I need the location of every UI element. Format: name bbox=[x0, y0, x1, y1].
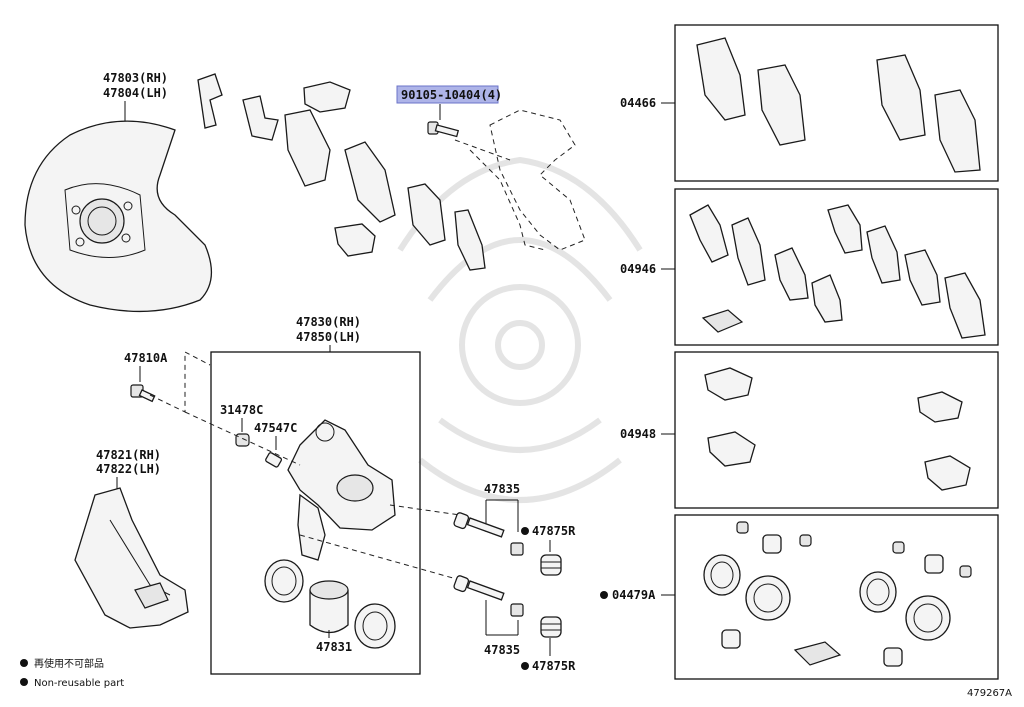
label-cap-31478c[interactable]: 31478C bbox=[220, 403, 263, 417]
piston-boot[interactable] bbox=[354, 603, 396, 649]
cylinder-assembly-box bbox=[210, 351, 421, 675]
boot-47875-bottom[interactable] bbox=[540, 616, 562, 638]
dust-cover-plate[interactable] bbox=[24, 120, 212, 313]
label-kit-fitting[interactable]: 04948 bbox=[620, 427, 656, 441]
piston[interactable] bbox=[309, 580, 349, 634]
non-reusable-mark-kit bbox=[600, 591, 608, 599]
slide-pin-top[interactable] bbox=[453, 512, 505, 538]
legend-jp: 再使用不可部品 bbox=[34, 657, 104, 670]
pad-clips-top[interactable] bbox=[197, 73, 486, 271]
kit-anti-squeal-box bbox=[674, 188, 999, 346]
bolt-90105[interactable] bbox=[427, 121, 460, 138]
label-mounting-lh[interactable]: 47822(LH) bbox=[96, 462, 161, 476]
kit-anti-squeal-parts[interactable] bbox=[689, 204, 986, 339]
label-cylinder-rh[interactable]: 47830(RH) bbox=[296, 315, 361, 329]
label-piston[interactable]: 47831 bbox=[316, 640, 352, 654]
bleeder-plug[interactable] bbox=[265, 452, 283, 468]
kit-pad-box bbox=[674, 24, 999, 182]
label-boot-bottom[interactable]: 47875R bbox=[532, 659, 576, 673]
kit-cylinder-box bbox=[674, 514, 999, 680]
bleeder-cap[interactable] bbox=[235, 433, 250, 447]
kit-pad-parts[interactable] bbox=[696, 37, 981, 173]
label-bolt[interactable]: 90105-10404(4) bbox=[401, 88, 502, 102]
piston-seal[interactable] bbox=[264, 559, 304, 603]
label-dust-cover-lh[interactable]: 47804(LH) bbox=[103, 86, 168, 100]
non-reusable-mark-bottom bbox=[521, 662, 529, 670]
caliper-mounting[interactable] bbox=[74, 487, 189, 629]
label-slide-pin-bottom[interactable]: 47835 bbox=[484, 643, 520, 657]
boot-47875-top[interactable] bbox=[540, 554, 562, 576]
diagram-id: 479267A bbox=[967, 688, 1012, 699]
label-bleeder-bolt[interactable]: 47810A bbox=[124, 351, 168, 365]
legend-en: Non-reusable part bbox=[34, 678, 124, 689]
non-reusable-mark-top bbox=[521, 527, 529, 535]
kit-fitting-box bbox=[674, 351, 999, 509]
bolt-callout-highlight bbox=[396, 85, 499, 104]
bleeder-bolt[interactable] bbox=[130, 384, 156, 403]
legend-dot-en bbox=[20, 678, 28, 686]
label-kit-pad[interactable]: 04466 bbox=[620, 96, 656, 110]
kit-cylinder-parts[interactable] bbox=[703, 521, 972, 667]
slide-pin-bottom[interactable] bbox=[453, 575, 505, 601]
slide-pin-boot-top[interactable] bbox=[510, 542, 524, 556]
label-kit-cylinder[interactable]: 04479A bbox=[612, 588, 656, 602]
bolt-callout[interactable]: 90105-10404(4) bbox=[396, 85, 502, 104]
label-plug-47547c[interactable]: 47547C bbox=[254, 421, 297, 435]
caliper-bracket[interactable] bbox=[454, 109, 586, 251]
legend-dot-jp bbox=[20, 659, 28, 667]
slide-pin-boot-bottom[interactable] bbox=[510, 603, 524, 617]
label-kit-anti-squeal[interactable]: 04946 bbox=[620, 262, 656, 276]
cylinder-body[interactable] bbox=[287, 419, 396, 561]
label-dust-cover-rh[interactable]: 47803(RH) bbox=[103, 71, 168, 85]
label-cylinder-lh[interactable]: 47850(LH) bbox=[296, 330, 361, 344]
label-mounting-rh[interactable]: 47821(RH) bbox=[96, 448, 161, 462]
kit-fitting-parts[interactable] bbox=[704, 367, 971, 491]
label-slide-pin-top[interactable]: 47835 bbox=[484, 482, 520, 496]
label-boot-top[interactable]: 47875R bbox=[532, 524, 576, 538]
